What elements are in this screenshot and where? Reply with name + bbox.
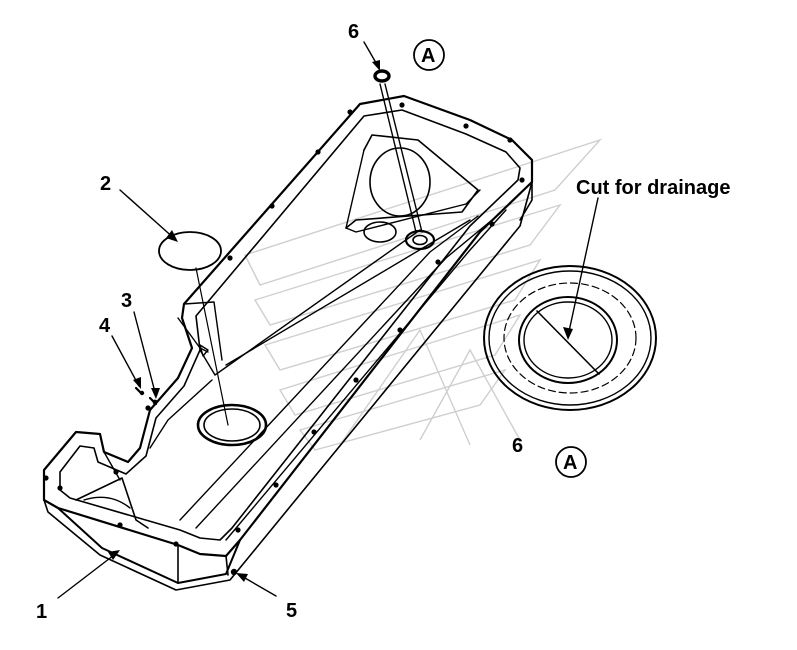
cover-plate bbox=[158, 231, 222, 271]
detail-note: Cut for drainage bbox=[576, 177, 730, 199]
cover-plate-axis bbox=[195, 267, 229, 426]
small-bolt-3 bbox=[148, 396, 158, 406]
leader-6-top-arrow bbox=[372, 60, 380, 71]
callout-3: 3 bbox=[121, 290, 132, 312]
drain-plug bbox=[373, 69, 423, 233]
leader-1-arrow bbox=[108, 550, 120, 560]
callout-4: 4 bbox=[99, 315, 111, 337]
view-marker-circle-top bbox=[413, 39, 445, 71]
leader-2-arrow bbox=[166, 230, 178, 242]
view-marker-circle-detail bbox=[555, 446, 587, 478]
leader-4-arrow bbox=[133, 377, 141, 389]
small-bolt-4 bbox=[134, 386, 145, 396]
callout-2: 2 bbox=[100, 173, 111, 195]
view-marker-detail: A bbox=[563, 452, 577, 474]
leader-3 bbox=[133, 311, 157, 397]
leader-cut-for-drainage bbox=[567, 197, 599, 337]
callout-5: 5 bbox=[286, 600, 297, 622]
oil-pan bbox=[42, 94, 534, 591]
flange-bolts bbox=[43, 102, 525, 547]
leader-arrowhead bbox=[563, 327, 573, 340]
detail-gasket-ring bbox=[483, 265, 657, 411]
callout-1: 1 bbox=[36, 601, 47, 623]
leader-5-arrow bbox=[236, 573, 248, 582]
watermark-logo bbox=[244, 138, 603, 451]
view-marker-top: A bbox=[421, 45, 435, 67]
callout-6-top: 6 bbox=[348, 21, 359, 43]
leader-3-arrow bbox=[151, 388, 160, 399]
callout-6-detail: 6 bbox=[512, 435, 523, 457]
leader-1 bbox=[57, 551, 119, 599]
flange-bolt-5 bbox=[230, 568, 238, 576]
leader-4 bbox=[111, 335, 140, 387]
leader-2 bbox=[119, 189, 177, 241]
